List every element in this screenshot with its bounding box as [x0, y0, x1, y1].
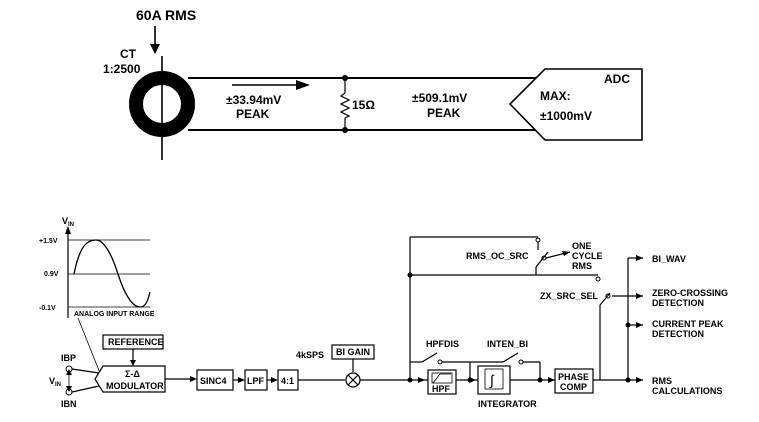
ibn-label: IBN [61, 399, 77, 409]
analog-input-plot: VIN +1.5V 0.9V -0.1V ANALOG INPUT RANGE [39, 216, 155, 318]
vin-left-label: VIN [49, 376, 61, 388]
zx-src-sel-switch [595, 276, 611, 380]
sinc4-label: SINC4 [200, 376, 227, 386]
ibp-label: IBP [61, 353, 76, 363]
current-label: 60A RMS [136, 7, 196, 23]
signal-arrow [232, 80, 310, 90]
adc-block [508, 68, 643, 141]
voltage-mv: ±33.94mV [226, 93, 281, 107]
adc-max-value: ±1000mV [540, 109, 592, 123]
adc-label: ADC [604, 72, 630, 86]
comp-label: COMP [560, 382, 587, 392]
one-label: ONE [572, 241, 592, 251]
rms-oc-src-switch [535, 237, 571, 275]
ct-ratio: 1:2500 [103, 62, 141, 76]
inten-bi-switch [470, 352, 541, 380]
cycle-label: CYCLE [572, 251, 603, 261]
voltage-509: ±509.1mV [412, 91, 467, 105]
peak-detection-label: DETECTION [652, 329, 704, 339]
resistor-label: 15Ω [352, 98, 375, 112]
inten-bi-label: INTEN_BI [487, 339, 528, 349]
zx-detection-label: DETECTION [652, 298, 704, 308]
plot-pointer [77, 317, 103, 379]
adc-max: MAX: [540, 89, 571, 103]
current-transformer-ring [129, 71, 195, 137]
modulator-label: MODULATOR [106, 381, 164, 391]
phase-label: PHASE [558, 372, 589, 382]
analog-range-label: ANALOG INPUT RANGE [74, 311, 155, 318]
ksps-label: 4kSPS [296, 350, 324, 360]
bi-wav-label: BI_WAV [652, 254, 686, 264]
lpf-label: LPF [247, 376, 265, 386]
current-peak-label: CURRENT PEAK [652, 319, 724, 329]
gain-multiplier [345, 372, 361, 388]
integrator-label: INTEGRATOR [478, 399, 537, 409]
voltage-509-peak: PEAK [427, 106, 461, 120]
vin-axis-label: VIN [62, 216, 74, 228]
bi-gain-label: BI GAIN [336, 347, 370, 357]
zx-src-sel-label: ZX_SRC_SEL [540, 291, 599, 301]
rms-out-label: RMS [652, 376, 672, 386]
rms-label: RMS [572, 261, 592, 271]
hpf-label: HPF [432, 384, 451, 394]
tick-high: +1.5V [39, 238, 58, 245]
current-arrow [150, 26, 160, 54]
modulator-block [94, 365, 166, 393]
reference-label: REFERENCE [108, 337, 164, 347]
ct-label: CT [120, 47, 137, 61]
burden-resistor [339, 78, 351, 130]
tick-low: -0.1V [39, 305, 56, 312]
phase-comp-block [554, 368, 594, 394]
calculations-label: CALCULATIONS [652, 386, 722, 396]
hpfdis-switch [410, 352, 471, 380]
tick-mid: 0.9V [44, 271, 59, 278]
zero-crossing-label: ZERO-CROSSING [652, 288, 728, 298]
hpfdis-label: HPFDIS [426, 339, 459, 349]
sigma-delta-label: Σ-Δ [125, 369, 140, 379]
decimator-label: 4:1 [281, 376, 294, 386]
rms-oc-src-label: RMS_OC_SRC [466, 251, 529, 261]
integrator-block [477, 365, 511, 395]
integral-icon: ∫ [489, 372, 495, 388]
voltage-peak: PEAK [236, 107, 270, 121]
